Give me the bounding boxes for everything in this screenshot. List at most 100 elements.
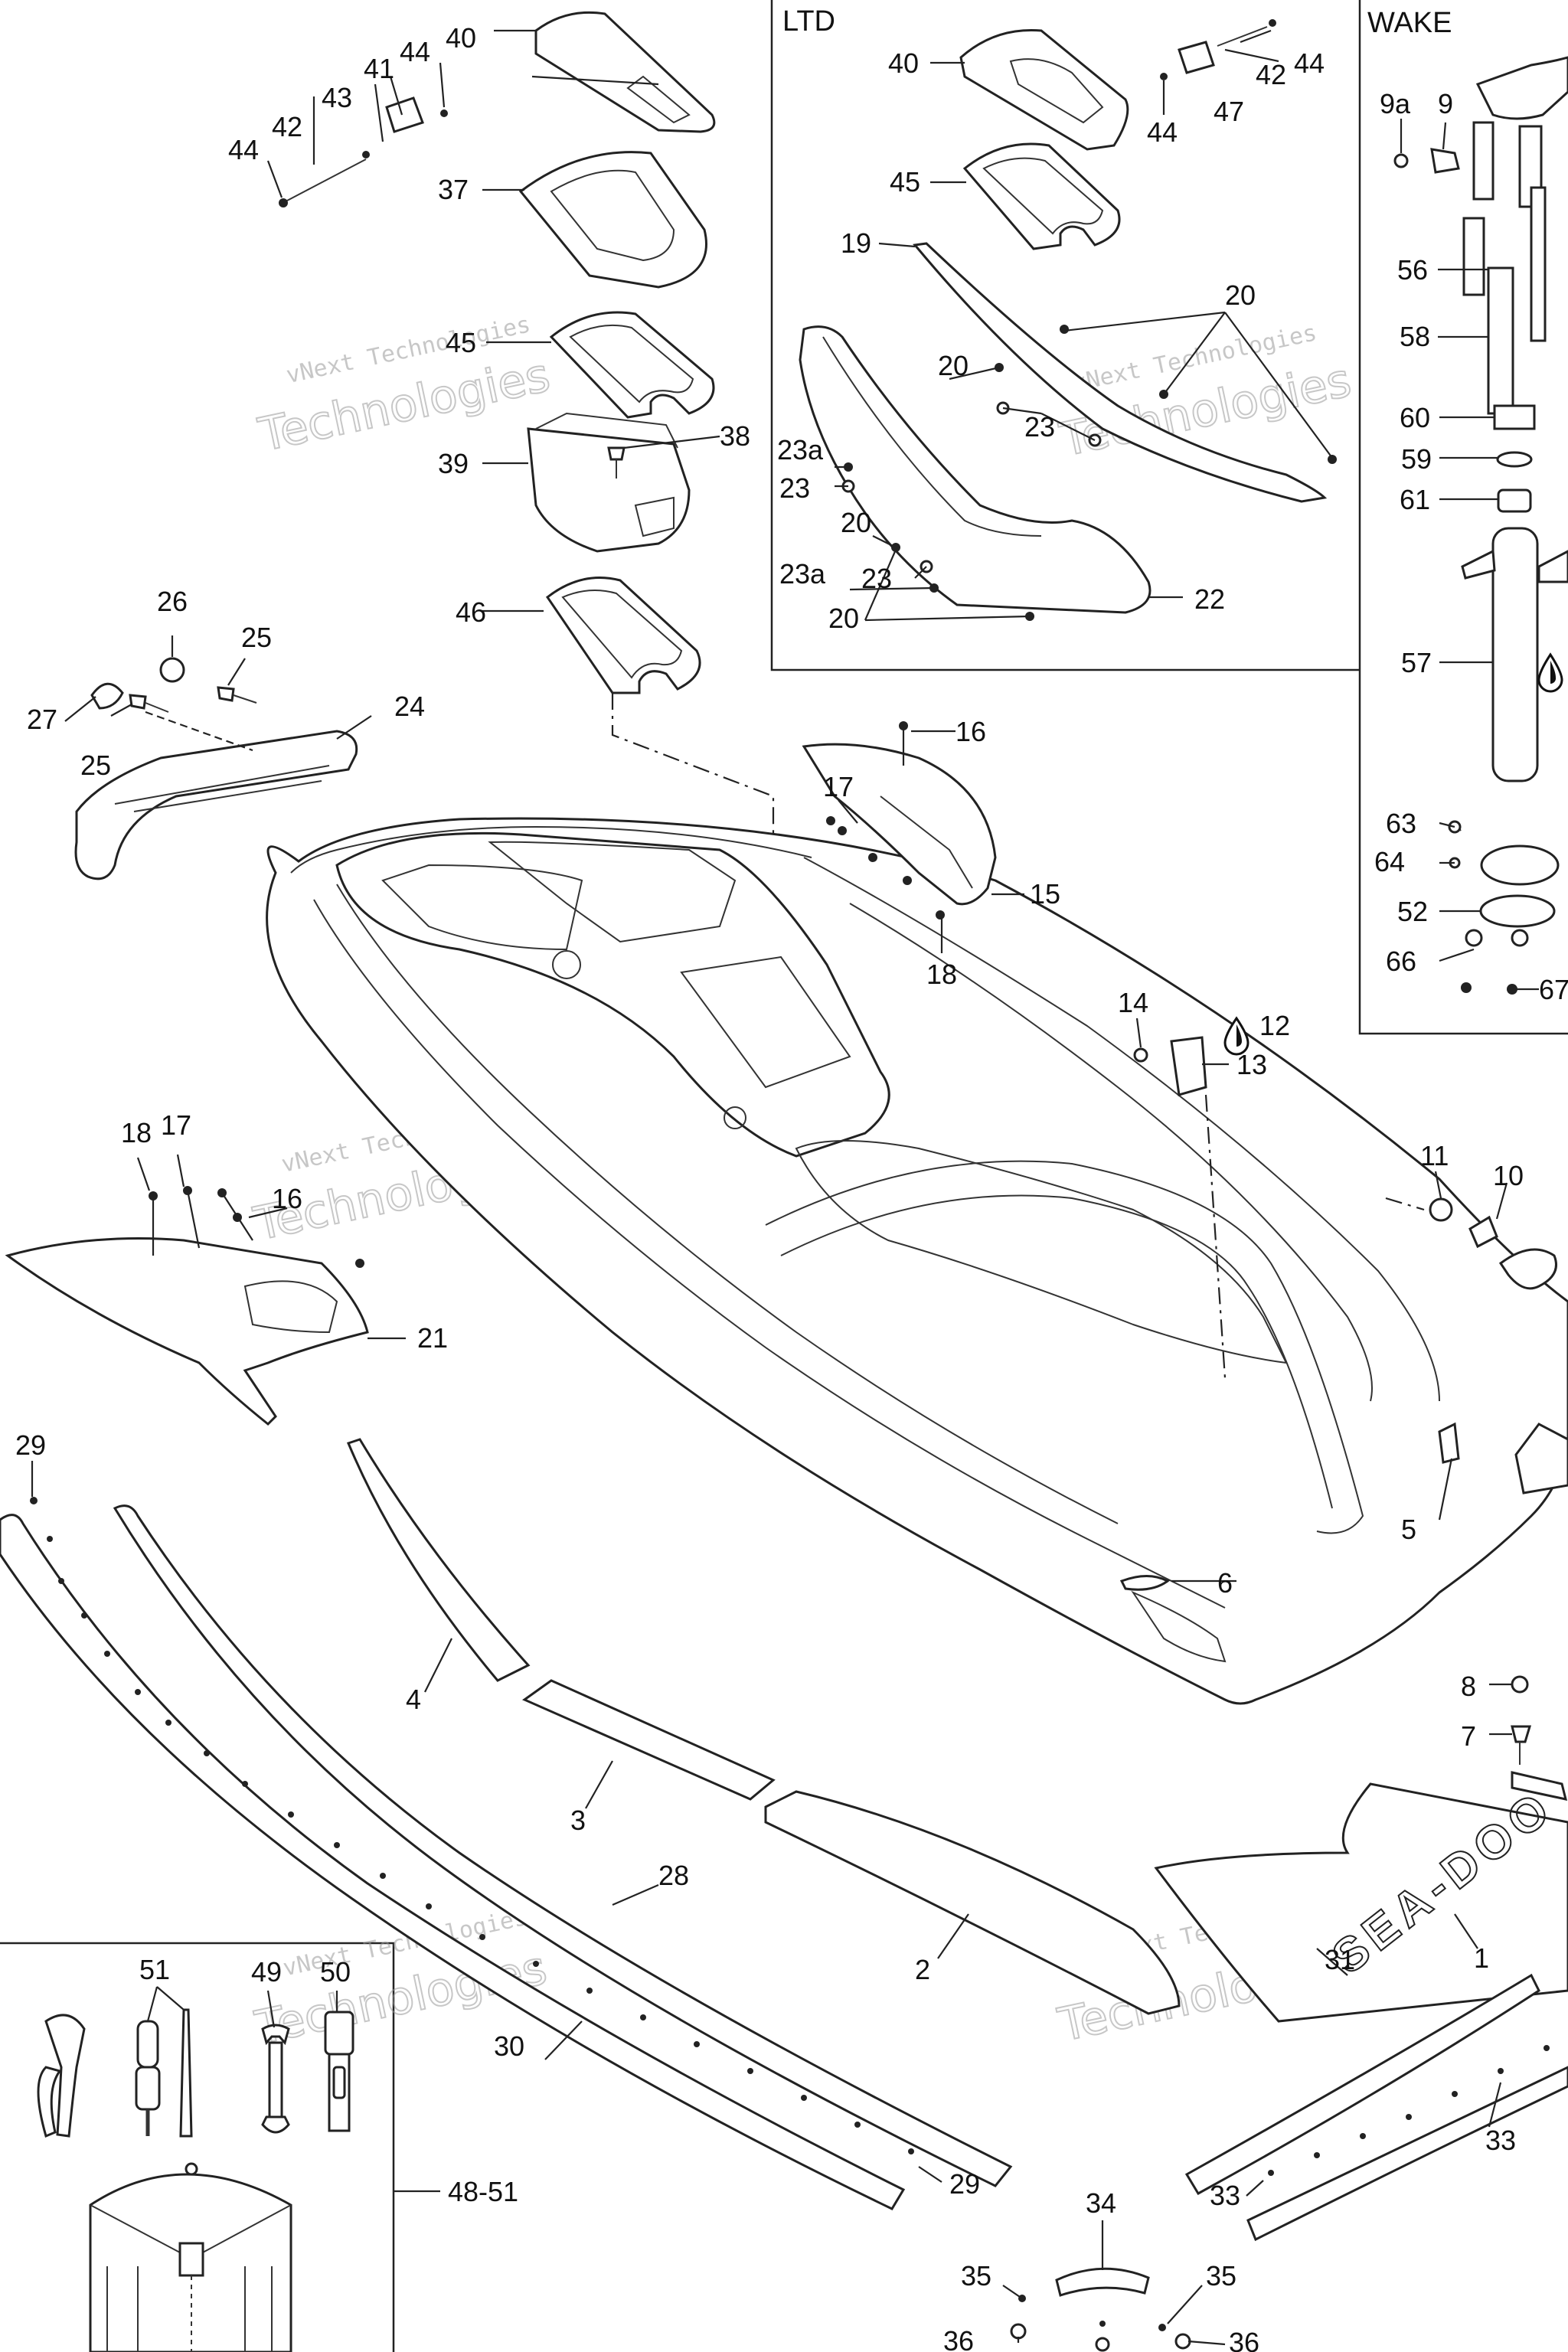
callout-label: 15 [1030, 878, 1060, 910]
callout-label: 46 [456, 596, 486, 628]
callout-label: 9 [1438, 88, 1453, 119]
callout-label: 59 [1401, 443, 1432, 475]
callout-label: 20 [828, 603, 859, 634]
callout-label: 23a [777, 434, 824, 466]
decal-1: SEA-DOO [1154, 1779, 1568, 2023]
oil-drop-icon [1223, 1016, 1250, 1056]
fasteners-35-36 [1010, 2295, 1191, 2352]
callout-label: 29 [949, 2168, 980, 2200]
callout-label: 36 [1229, 2327, 1259, 2352]
pliers-icon [37, 2014, 86, 2138]
storage-frame-37 [518, 151, 707, 289]
side-strip-31 [1184, 1973, 1540, 2196]
callout-label: 17 [823, 771, 854, 802]
wake-inset-frame: WAKE [1358, 0, 1568, 1035]
callout-label: 60 [1400, 402, 1430, 433]
gasket-46 [545, 576, 701, 694]
callout-label: 38 [720, 420, 750, 452]
wake-box-title: WAKE [1367, 7, 1452, 39]
callout-label: 29 [15, 1429, 46, 1461]
callout-label: 47 [1214, 96, 1244, 127]
wrench-icon [261, 2024, 290, 2134]
callout-label: 17 [161, 1109, 191, 1141]
callout-label: 24 [394, 691, 425, 722]
callout-label: 20 [841, 507, 871, 538]
callout-label: 23 [861, 563, 892, 594]
ltd-side-panel-22 [799, 325, 1152, 614]
callout-label: 4 [406, 1684, 421, 1715]
callout-label: 18 [121, 1117, 152, 1148]
callout-label: 66 [1386, 946, 1416, 977]
callout-label: 52 [1397, 896, 1428, 927]
hull-deck [266, 817, 1568, 1705]
callout-label: 49 [251, 1956, 282, 1988]
callout-label: 13 [1236, 1049, 1267, 1080]
storage-bin-39 [527, 412, 691, 553]
callout-label: 7 [1461, 1720, 1476, 1752]
oil-drop-icon [1537, 652, 1563, 693]
callout-label: 33 [1485, 2125, 1516, 2156]
callout-label: 37 [438, 174, 469, 205]
callout-label: 12 [1259, 1010, 1290, 1041]
callout-label: 39 [438, 448, 469, 479]
callout-label: 11 [1420, 1140, 1449, 1171]
callout-label: 45 [446, 327, 476, 358]
callout-label: 48-51 [448, 2176, 518, 2207]
fasteners-16-18-left [149, 1186, 364, 1268]
latch-41 [385, 96, 424, 133]
callout-label: 27 [27, 704, 57, 735]
side-strip-28 [113, 1504, 1013, 2187]
fasteners-25-27 [90, 657, 257, 752]
rivets-33-right [1268, 2045, 1550, 2176]
callout-label: 41 [364, 53, 394, 84]
callout-label: 44 [228, 134, 259, 165]
callout-label: 20 [938, 350, 969, 381]
callout-label: 44 [1147, 116, 1178, 148]
callout-label: 16 [956, 716, 986, 747]
callout-label: 63 [1386, 808, 1416, 839]
bow-cap-34 [1055, 2267, 1150, 2297]
screwdriver-icon [135, 2008, 193, 2138]
callout-label: 1 [1474, 1942, 1489, 1974]
callout-label: 40 [446, 22, 476, 54]
ltd-gasket-45 [962, 142, 1121, 250]
callout-label: 57 [1401, 647, 1432, 678]
front-cover-15 [802, 743, 997, 906]
callout-label: 42 [272, 111, 302, 142]
callout-label: 5 [1401, 1514, 1416, 1545]
callout-label: 23a [779, 558, 826, 590]
callout-label: 35 [961, 2260, 991, 2292]
callout-label: 35 [1206, 2260, 1236, 2292]
callout-label: 21 [417, 1322, 448, 1354]
callout-label: 34 [1086, 2187, 1116, 2219]
callout-label: 20 [1225, 279, 1256, 311]
callout-label: 23 [1024, 411, 1055, 443]
ltd-inset-frame: LTD [770, 0, 1360, 671]
screw-38 [607, 446, 626, 479]
callout-label: 3 [570, 1805, 586, 1836]
callout-label: 18 [926, 959, 957, 990]
callout-label: 44 [400, 36, 430, 67]
callout-label: 44 [1294, 47, 1325, 79]
callout-label: 6 [1217, 1567, 1233, 1599]
wake-tower-hardware [1393, 56, 1568, 995]
callout-label: 51 [139, 1954, 170, 1985]
ltd-latch-47 [1160, 19, 1276, 80]
ltd-fasteners-20-23 [841, 325, 1337, 621]
deck-seat-base [335, 831, 1288, 1364]
callout-label: 25 [80, 750, 111, 781]
callout-label: 30 [494, 2030, 524, 2062]
clip-5 [1438, 1422, 1568, 1494]
callout-label: 26 [157, 586, 188, 617]
callout-label: 14 [1118, 987, 1148, 1018]
panel-2 [764, 1790, 1181, 2015]
callout-label: 25 [241, 622, 272, 653]
callout-label: 28 [658, 1860, 689, 1891]
callout-labels: 1 2 3 4 5 6 7 8 9 9a 10 11 12 13 14 15 1… [15, 22, 1568, 2352]
callout-label: 40 [888, 47, 919, 79]
storage-cover-40 [534, 11, 716, 133]
bracket-13 [1133, 1036, 1227, 1379]
callout-label: 64 [1374, 846, 1405, 877]
panel-3 [521, 1679, 776, 1801]
